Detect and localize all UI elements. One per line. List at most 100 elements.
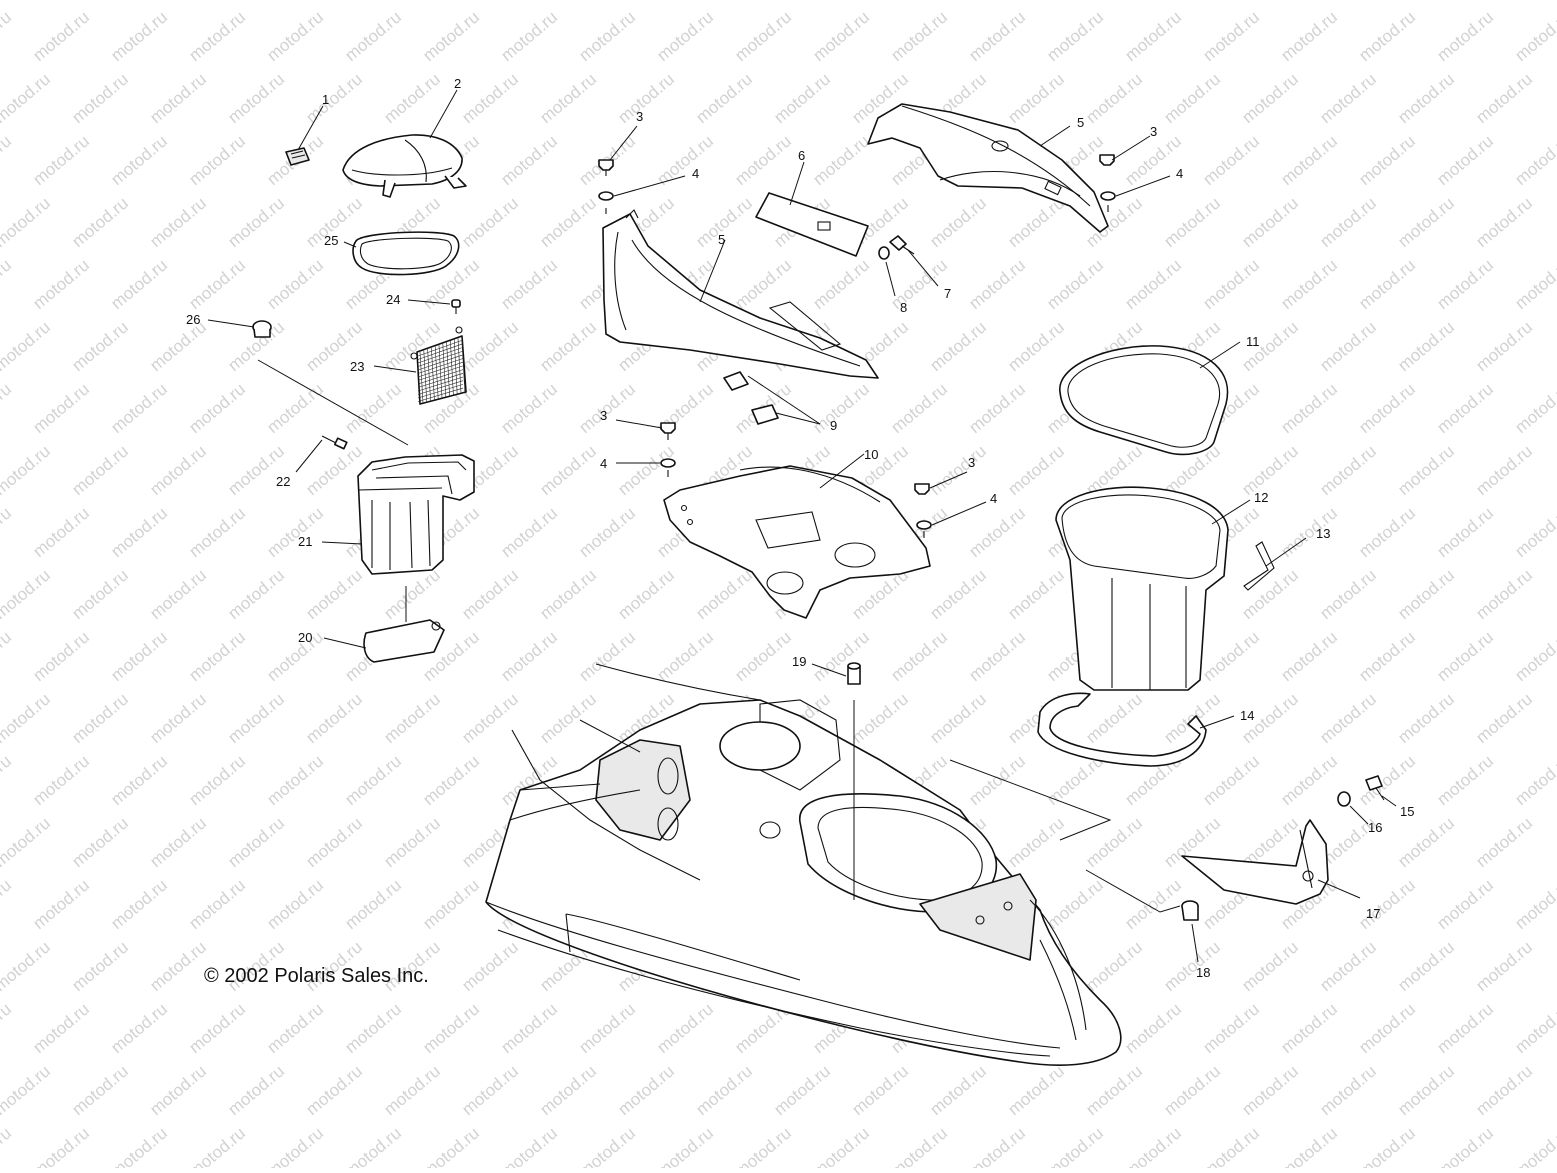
- watermark-text: motod.ru: [1004, 1061, 1068, 1119]
- watermark-text: motod.ru: [1199, 255, 1263, 313]
- callout-26: 26: [186, 312, 200, 327]
- watermark-text: motod.ru: [1004, 69, 1068, 127]
- part-16-nut: [1337, 791, 1351, 807]
- watermark-text: motod.ru: [1238, 1061, 1302, 1119]
- watermark-text: motod.ru: [185, 999, 249, 1057]
- watermark-text: motod.ru: [1199, 1123, 1263, 1168]
- part-20-plate: [363, 619, 445, 663]
- watermark-text: motod.ru: [653, 131, 717, 189]
- callout-5: 5: [1077, 115, 1084, 130]
- watermark-text: motod.ru: [29, 503, 93, 561]
- watermark-text: motod.ru: [692, 1061, 756, 1119]
- watermark-text: motod.ru: [263, 1123, 327, 1168]
- callout-10: 10: [864, 447, 878, 462]
- callout-16: 16: [1368, 820, 1382, 835]
- callout-8: 8: [900, 300, 907, 315]
- watermark-text: motod.ru: [1082, 69, 1146, 127]
- watermark-text: motod.ru: [0, 7, 15, 65]
- watermark-text: motod.ru: [1394, 193, 1458, 251]
- watermark-text: motod.ru: [497, 379, 561, 437]
- watermark-text: motod.ru: [497, 7, 561, 65]
- watermark-text: motod.ru: [1316, 69, 1380, 127]
- part-23-net: [410, 326, 467, 405]
- watermark-text: motod.ru: [146, 937, 210, 995]
- watermark-text: motod.ru: [0, 689, 54, 747]
- watermark-text: motod.ru: [146, 69, 210, 127]
- watermark-text: motod.ru: [1394, 937, 1458, 995]
- watermark-text: motod.ru: [614, 565, 678, 623]
- watermark-text: motod.ru: [692, 69, 756, 127]
- watermark-text: motod.ru: [887, 7, 951, 65]
- watermark-text: motod.ru: [1238, 193, 1302, 251]
- watermark-text: motod.ru: [68, 813, 132, 871]
- watermark-text: motod.ru: [809, 379, 873, 437]
- part-26-plug: [252, 320, 272, 338]
- watermark-text: motod.ru: [1277, 627, 1341, 685]
- watermark-text: motod.ru: [809, 627, 873, 685]
- watermark-text: motod.ru: [1160, 1061, 1224, 1119]
- watermark-text: motod.ru: [0, 131, 15, 189]
- watermark-text: motod.ru: [107, 379, 171, 437]
- callout-labels: 1 2 3 4 5 6 5 3 4 7 8 25 24 26 23 11 9 3…: [186, 76, 1414, 980]
- watermark-text: motod.ru: [68, 1061, 132, 1119]
- callout-24: 24: [386, 292, 400, 307]
- watermark-text: motod.ru: [263, 751, 327, 809]
- watermark-text: motod.ru: [29, 751, 93, 809]
- watermark-text: motod.ru: [224, 441, 288, 499]
- watermark-text: motod.ru: [1238, 69, 1302, 127]
- watermark-text: motod.ru: [848, 0, 912, 3]
- watermark-text: motod.ru: [536, 1061, 600, 1119]
- watermark-text: motod.ru: [1199, 999, 1263, 1057]
- watermark-text: motod.ru: [1121, 999, 1185, 1057]
- part-22-pin: [321, 435, 348, 450]
- watermark-text: motod.ru: [1433, 999, 1497, 1057]
- watermark-text: motod.ru: [68, 565, 132, 623]
- watermark-text: motod.ru: [1121, 875, 1185, 933]
- watermark-text: motod.ru: [1316, 441, 1380, 499]
- fastener-set-b: [1099, 154, 1116, 212]
- watermark-text: motod.ru: [185, 751, 249, 809]
- watermark-text: motod.ru: [1004, 813, 1068, 871]
- watermark-text: motod.ru: [1472, 441, 1536, 499]
- watermark-text: motod.ru: [965, 379, 1029, 437]
- watermark-text: motod.ru: [29, 379, 93, 437]
- watermark-text: motod.ru: [302, 565, 366, 623]
- watermark-text: motod.ru: [1355, 7, 1419, 65]
- watermark-text: motod.ru: [302, 1061, 366, 1119]
- part-10-console: [663, 465, 931, 619]
- watermark-text: motod.ru: [0, 627, 15, 685]
- watermark-text: motod.ru: [0, 813, 54, 871]
- watermark-text: motod.ru: [107, 627, 171, 685]
- watermark-text: motod.ru: [614, 69, 678, 127]
- watermark-text: motod.ru: [809, 131, 873, 189]
- watermark-text: motod.ru: [1043, 255, 1107, 313]
- watermark-text: motod.ru: [1277, 999, 1341, 1057]
- watermark-text: motod.ru: [1355, 255, 1419, 313]
- callout-4: 4: [600, 456, 607, 471]
- watermark-text: motod.ru: [770, 1061, 834, 1119]
- watermark-text: motod.ru: [68, 441, 132, 499]
- watermark-text: motod.ru: [1004, 441, 1068, 499]
- watermark-text: motod.ru: [380, 1061, 444, 1119]
- watermark-text: motod.ru: [0, 193, 54, 251]
- part-18-plug: [1181, 900, 1199, 921]
- watermark-text: motod.ru: [1355, 999, 1419, 1057]
- watermark-text: motod.ru: [458, 193, 522, 251]
- watermark-text: motod.ru: [1277, 503, 1341, 561]
- watermark-text: motod.ru: [1316, 689, 1380, 747]
- watermark-text: motod.ru: [380, 565, 444, 623]
- watermark-text: motod.ru: [848, 689, 912, 747]
- watermark-text: motod.ru: [29, 131, 93, 189]
- watermark-text: motod.ru: [1277, 1123, 1341, 1168]
- watermark-text: motod.ru: [419, 7, 483, 65]
- watermark-text: motod.ru: [0, 0, 54, 3]
- watermark-text: motod.ru: [68, 317, 132, 375]
- watermark-text: motod.ru: [887, 379, 951, 437]
- watermark-text: motod.ru: [224, 565, 288, 623]
- callout-17: 17: [1366, 906, 1380, 921]
- fastener-set-d: [914, 483, 932, 538]
- watermark-text: motod.ru: [575, 627, 639, 685]
- part-17-bracket-panel: [1181, 819, 1329, 905]
- watermark-text: motod.ru: [770, 69, 834, 127]
- watermark-text: motod.ru: [1160, 193, 1224, 251]
